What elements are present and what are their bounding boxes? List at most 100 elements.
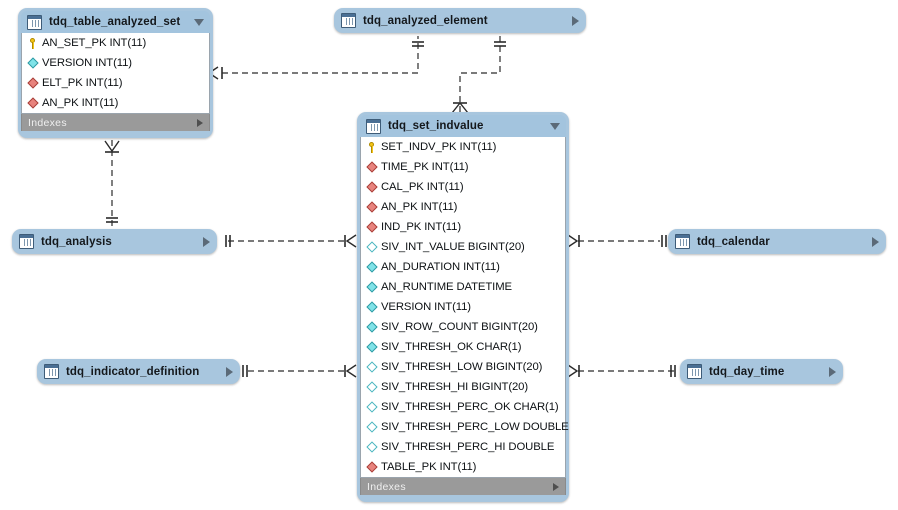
- column-row[interactable]: SIV_THRESH_LOW BIGINT(20): [361, 357, 565, 377]
- column-row[interactable]: TIME_PK INT(11): [361, 157, 565, 177]
- column-row[interactable]: AN_PK INT(11): [361, 197, 565, 217]
- column-row[interactable]: SIV_THRESH_PERC_HI DOUBLE: [361, 437, 565, 457]
- column-row[interactable]: TABLE_PK INT(11): [361, 457, 565, 477]
- relationship-indicatordefinition-to-setindvalue[interactable]: [242, 364, 357, 378]
- relationship-analysis-to-setindvalue[interactable]: [225, 234, 357, 248]
- column-label: AN_RUNTIME DATETIME: [381, 281, 512, 293]
- cyan-diamond-icon: [365, 321, 378, 334]
- column-label: ELT_PK INT(11): [42, 77, 123, 89]
- column-label: SIV_THRESH_HI BIGINT(20): [381, 381, 529, 393]
- chevron-right-icon[interactable]: [553, 482, 559, 491]
- relationship-analyzedset-to-analysis[interactable]: [104, 140, 120, 229]
- chevron-right-icon[interactable]: [226, 366, 233, 377]
- table-header[interactable]: tdq_set_indvalue: [360, 115, 566, 137]
- indexes-label: Indexes: [28, 116, 67, 129]
- table-title: tdq_day_time: [709, 365, 785, 378]
- key-icon: [26, 37, 39, 50]
- column-label: SIV_THRESH_LOW BIGINT(20): [381, 361, 543, 373]
- column-row[interactable]: AN_SET_PK INT(11): [22, 33, 209, 53]
- column-row[interactable]: AN_PK INT(11): [22, 93, 209, 113]
- chevron-right-icon[interactable]: [572, 15, 579, 26]
- table-header[interactable]: tdq_table_analyzed_set: [21, 11, 210, 33]
- cyan-diamond-icon: [365, 301, 378, 314]
- red-diamond-icon: [26, 97, 39, 110]
- column-label: TIME_PK INT(11): [381, 161, 469, 173]
- hollow-diamond-icon: [365, 361, 378, 374]
- column-row[interactable]: ELT_PK INT(11): [22, 73, 209, 93]
- column-label: AN_DURATION INT(11): [381, 261, 500, 273]
- relationship-analyzedelement-to-setindvalue[interactable]: [451, 36, 506, 114]
- red-diamond-icon: [365, 201, 378, 214]
- column-label: TABLE_PK INT(11): [381, 461, 477, 473]
- column-row[interactable]: AN_DURATION INT(11): [361, 257, 565, 277]
- table-title: tdq_set_indvalue: [388, 120, 484, 132]
- column-label: VERSION INT(11): [381, 301, 471, 313]
- column-row[interactable]: IND_PK INT(11): [361, 217, 565, 237]
- column-row[interactable]: SIV_INT_VALUE BIGINT(20): [361, 237, 565, 257]
- key-icon: [365, 141, 378, 154]
- table-icon: [44, 364, 59, 379]
- red-diamond-icon: [365, 161, 378, 174]
- indexes-label: Indexes: [367, 480, 406, 493]
- table-tdq-analysis[interactable]: tdq_analysis: [12, 229, 217, 254]
- cyan-diamond-icon: [365, 341, 378, 354]
- column-label: AN_PK INT(11): [42, 97, 119, 109]
- chevron-right-icon[interactable]: [829, 366, 836, 377]
- column-label: SIV_INT_VALUE BIGINT(20): [381, 241, 525, 253]
- column-list: SET_INDV_PK INT(11) TIME_PK INT(11) CAL_…: [360, 137, 569, 478]
- relationship-setindvalue-to-calendar[interactable]: [567, 234, 667, 248]
- relationship-setindvalue-to-daytime[interactable]: [567, 364, 676, 378]
- column-label: VERSION INT(11): [42, 57, 132, 69]
- red-diamond-icon: [365, 221, 378, 234]
- table-icon: [687, 364, 702, 379]
- table-icon: [341, 13, 356, 28]
- red-diamond-icon: [365, 181, 378, 194]
- table-tdq-day-time[interactable]: tdq_day_time: [680, 359, 843, 384]
- hollow-diamond-icon: [365, 441, 378, 454]
- column-row[interactable]: SIV_THRESH_HI BIGINT(20): [361, 377, 565, 397]
- table-tdq-indicator-definition[interactable]: tdq_indicator_definition: [37, 359, 240, 384]
- table-icon: [19, 234, 34, 249]
- column-label: SIV_THRESH_OK CHAR(1): [381, 341, 522, 353]
- red-diamond-icon: [365, 461, 378, 474]
- column-row[interactable]: SET_INDV_PK INT(11): [361, 137, 565, 157]
- chevron-right-icon[interactable]: [197, 118, 203, 127]
- chevron-down-icon[interactable]: [194, 18, 204, 26]
- column-label: AN_PK INT(11): [381, 201, 458, 213]
- hollow-diamond-icon: [365, 401, 378, 414]
- table-title: tdq_indicator_definition: [66, 365, 200, 378]
- column-label: CAL_PK INT(11): [381, 181, 464, 193]
- table-tdq-analyzed-element[interactable]: tdq_analyzed_element: [334, 8, 586, 33]
- table-title: tdq_calendar: [697, 235, 770, 248]
- table-title: tdq_table_analyzed_set: [49, 16, 181, 28]
- column-row[interactable]: SIV_THRESH_OK CHAR(1): [361, 337, 565, 357]
- table-icon: [27, 14, 42, 30]
- table-icon: [675, 234, 690, 249]
- column-row[interactable]: SIV_ROW_COUNT BIGINT(20): [361, 317, 565, 337]
- column-row[interactable]: AN_RUNTIME DATETIME: [361, 277, 565, 297]
- table-tdq-set-indvalue[interactable]: tdq_set_indvalue SET_INDV_PK INT(11) TIM…: [357, 112, 569, 502]
- column-row[interactable]: SIV_THRESH_PERC_LOW DOUBLE: [361, 417, 569, 437]
- chevron-right-icon[interactable]: [872, 236, 879, 247]
- cyan-diamond-icon: [365, 281, 378, 294]
- column-label: SIV_ROW_COUNT BIGINT(20): [381, 321, 538, 333]
- chevron-right-icon[interactable]: [203, 236, 210, 247]
- column-label: AN_SET_PK INT(11): [42, 37, 147, 49]
- column-row[interactable]: VERSION INT(11): [22, 53, 209, 73]
- column-row[interactable]: VERSION INT(11): [361, 297, 565, 317]
- indexes-row[interactable]: Indexes: [360, 478, 566, 495]
- table-title: tdq_analysis: [41, 235, 112, 248]
- column-label: SET_INDV_PK INT(11): [381, 141, 497, 153]
- table-tdq-calendar[interactable]: tdq_calendar: [668, 229, 886, 254]
- column-row[interactable]: SIV_THRESH_PERC_OK CHAR(1): [361, 397, 565, 417]
- table-tdq-table-analyzed-set[interactable]: tdq_table_analyzed_set AN_SET_PK INT(11)…: [18, 8, 213, 138]
- indexes-row[interactable]: Indexes: [21, 114, 210, 131]
- relationship-analyzedset-to-analyzedelement[interactable]: [207, 36, 424, 80]
- chevron-down-icon[interactable]: [550, 122, 560, 130]
- column-row[interactable]: CAL_PK INT(11): [361, 177, 565, 197]
- column-label: SIV_THRESH_PERC_LOW DOUBLE: [381, 421, 569, 433]
- column-label: SIV_THRESH_PERC_OK CHAR(1): [381, 401, 559, 413]
- hollow-diamond-icon: [365, 381, 378, 394]
- table-icon: [366, 118, 381, 134]
